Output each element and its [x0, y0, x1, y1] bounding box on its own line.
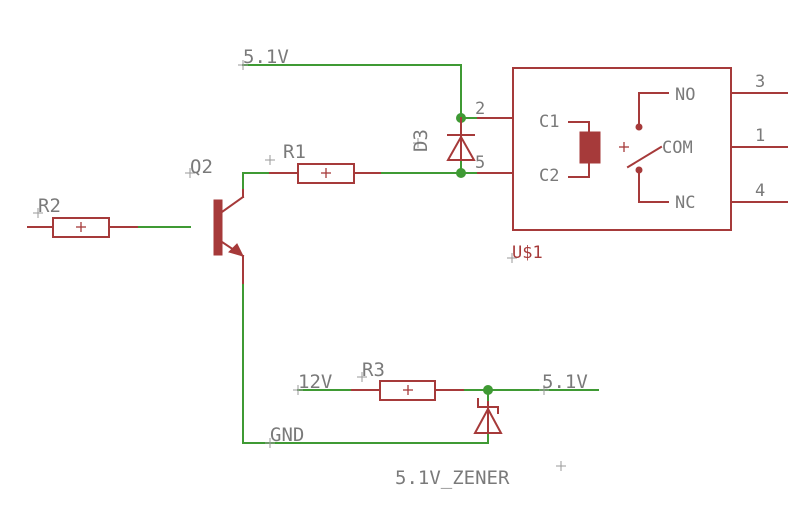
wire-q2-collector-to-r1: [242, 172, 271, 191]
label-d3: D3: [410, 129, 432, 152]
net-label-5v1-right: 5.1V: [542, 371, 588, 393]
resistor-r3[interactable]: [351, 380, 464, 401]
wire-5v1-to-d3: [242, 64, 462, 119]
label-r1: R1: [283, 141, 306, 163]
relay-pin-4-label: 4: [755, 181, 765, 201]
relay-u1[interactable]: [477, 67, 788, 231]
relay-pin-2-label: 2: [475, 99, 485, 119]
relay-nc-label: NC: [675, 193, 695, 213]
label-r2: R2: [38, 195, 61, 217]
label-r3: R3: [362, 359, 385, 381]
emitter-arrow-icon: [228, 243, 244, 257]
relay-coil: [579, 131, 601, 164]
net-label-gnd: GND: [270, 424, 304, 446]
net-label-5v1-top: 5.1V: [243, 46, 289, 68]
relay-pin-1-label: 1: [755, 126, 765, 146]
net-label-12v: 12V: [298, 371, 332, 393]
junction-dot-zener: [483, 385, 493, 395]
switch-arm: [626, 145, 663, 169]
resistor-r1[interactable]: [269, 163, 381, 184]
relay-pin-3-label: 3: [755, 72, 765, 92]
diode-d3[interactable]: [446, 117, 476, 161]
label-zener: 5.1V_ZENER: [395, 467, 510, 489]
origin-markers: [33, 60, 566, 471]
relay-com-label: COM: [662, 138, 693, 158]
junction-dot-pin5: [456, 168, 466, 178]
transistor-q2[interactable]: [213, 189, 245, 284]
zener-diode[interactable]: [473, 398, 503, 434]
resistor-r2[interactable]: [27, 217, 138, 238]
relay-no-label: NO: [675, 85, 695, 105]
label-q2: Q2: [190, 156, 213, 178]
wires: [136, 64, 599, 444]
label-relay-u1: U$1: [512, 243, 543, 263]
relay-pin-5-label: 5: [475, 153, 485, 173]
relay-c2-label: C2: [539, 166, 559, 186]
wire-q2-emitter-to-gnd: [242, 282, 489, 444]
relay-c1-label: C1: [539, 112, 559, 132]
